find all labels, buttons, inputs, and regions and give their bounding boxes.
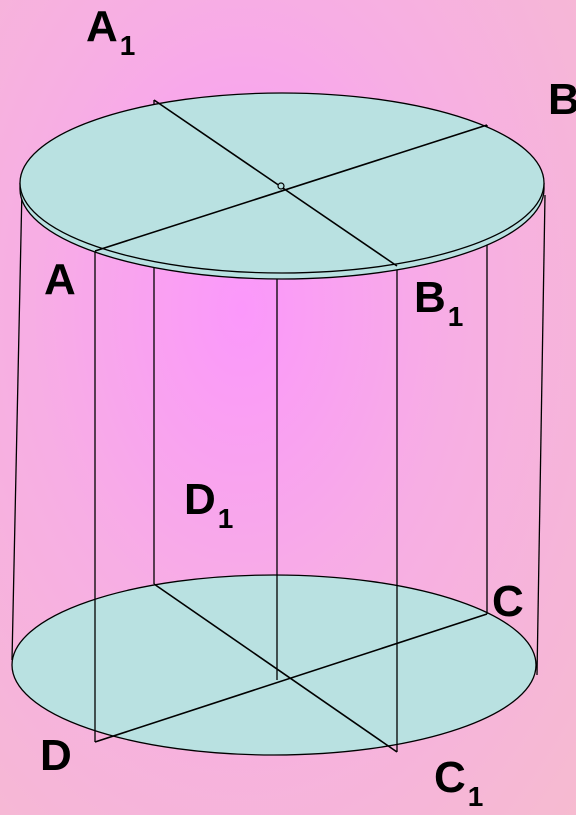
label-a1: A1: [86, 2, 135, 60]
label-d: D: [40, 734, 72, 778]
top-chord-a1b1: [153, 99, 398, 267]
label-c1-subscript: 1: [467, 781, 484, 812]
label-b: B: [548, 78, 576, 122]
label-b1-subscript: 1: [447, 301, 464, 332]
label-b1: B1: [414, 273, 463, 331]
bottom-chord-d1c1: [153, 583, 398, 753]
label-c-letter: C: [492, 577, 524, 626]
label-b-letter: B: [548, 75, 576, 124]
label-a: A: [44, 258, 76, 302]
left-generatrix: [11, 187, 23, 661]
label-d1-subscript: 1: [217, 503, 234, 534]
label-c: C: [492, 580, 524, 624]
top-center-point: [277, 182, 285, 190]
label-a-letter: A: [44, 255, 76, 304]
label-a1-letter: A: [86, 2, 118, 51]
label-c1: C1: [434, 753, 483, 811]
label-d-letter: D: [40, 731, 72, 780]
label-a1-subscript: 1: [119, 30, 136, 61]
right-generatrix: [536, 194, 546, 676]
label-d1-letter: D: [184, 475, 216, 524]
label-c1-letter: C: [434, 753, 466, 802]
bottom-base-disk: [11, 574, 537, 756]
label-b1-letter: B: [414, 273, 446, 322]
label-d1: D1: [184, 475, 233, 533]
top-chord-ab: [94, 124, 488, 252]
